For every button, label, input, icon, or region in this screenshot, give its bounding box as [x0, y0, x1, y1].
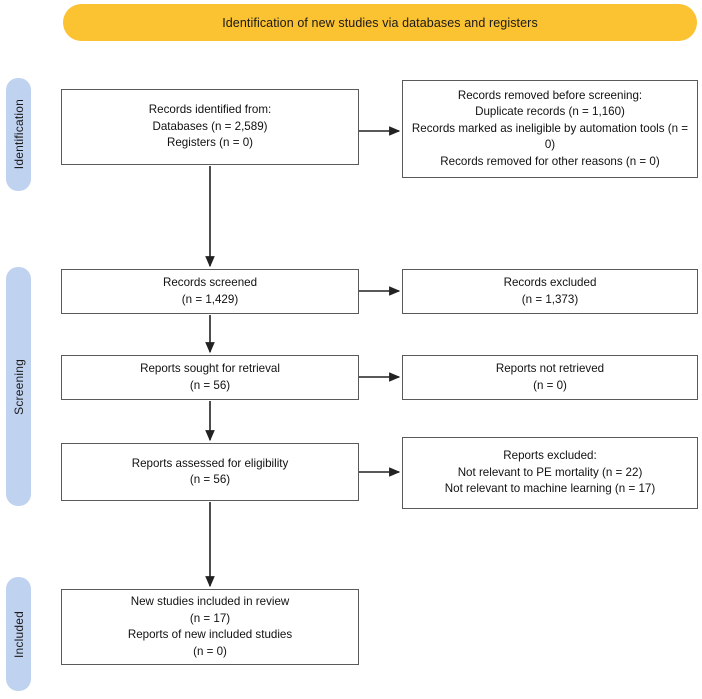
- node-line: (n = 0): [193, 644, 227, 658]
- node-line: Records removed before screening:: [457, 88, 643, 102]
- stage-bar-included: Included: [6, 577, 31, 691]
- node-line: Duplicate records (n = 1,160): [475, 105, 625, 119]
- stage-label-screening: Screening: [11, 358, 26, 415]
- node-line: Records marked as ineligible by automati…: [411, 121, 689, 152]
- node-records-removed-before-screening: Records removed before screening: Duplic…: [402, 80, 698, 178]
- node-line: Records screened: [162, 276, 258, 289]
- node-reports-not-retrieved: Reports not retrieved (n = 0): [402, 355, 698, 400]
- node-line: Reports sought for retrieval: [140, 362, 280, 375]
- node-line: (n = 56): [189, 473, 231, 486]
- stage-bar-screening: Screening: [6, 267, 31, 506]
- node-line: Records removed for other reasons (n = 0…: [440, 154, 660, 168]
- node-line: New studies included in review: [130, 595, 290, 608]
- node-records-screened: Records screened (n = 1,429): [61, 269, 359, 314]
- node-new-studies-included: New studies included in review (n = 17) …: [61, 589, 359, 665]
- diagram-header-banner: Identification of new studies via databa…: [63, 4, 697, 41]
- node-line: (n = 1,429): [181, 292, 239, 306]
- node-records-identified: Records identified from: Databases (n = …: [61, 89, 359, 165]
- node-line: Reports assessed for eligibility: [131, 456, 289, 470]
- node-line: Not relevant to machine learning (n = 17…: [444, 482, 656, 496]
- node-reports-assessed-for-eligibility: Reports assessed for eligibility (n = 56…: [61, 443, 359, 501]
- stage-label-included: Included: [11, 610, 26, 658]
- diagram-title: Identification of new studies via databa…: [222, 15, 538, 30]
- node-reports-sought-for-retrieval: Reports sought for retrieval (n = 56): [61, 355, 359, 400]
- node-line: (n = 56): [189, 378, 231, 392]
- node-line: Records excluded: [503, 276, 597, 289]
- node-line: Reports excluded:: [503, 449, 597, 463]
- node-line: Reports of new included studies: [127, 628, 293, 641]
- stage-bar-identification: Identification: [6, 78, 31, 191]
- node-line: Records identified from:: [148, 103, 272, 117]
- node-line: (n = 17): [189, 611, 231, 625]
- node-records-excluded: Records excluded (n = 1,373): [402, 269, 698, 314]
- stage-label-identification: Identification: [11, 99, 26, 170]
- node-reports-excluded: Reports excluded: Not relevant to PE mor…: [402, 437, 698, 509]
- node-line: Not relevant to PE mortality (n = 22): [457, 465, 643, 479]
- node-line: Reports not retrieved: [495, 362, 605, 375]
- node-line: Databases (n = 2,589): [152, 119, 268, 133]
- node-line: (n = 0): [533, 378, 567, 392]
- node-line: Registers (n = 0): [166, 136, 254, 150]
- node-line: (n = 1,373): [521, 292, 579, 306]
